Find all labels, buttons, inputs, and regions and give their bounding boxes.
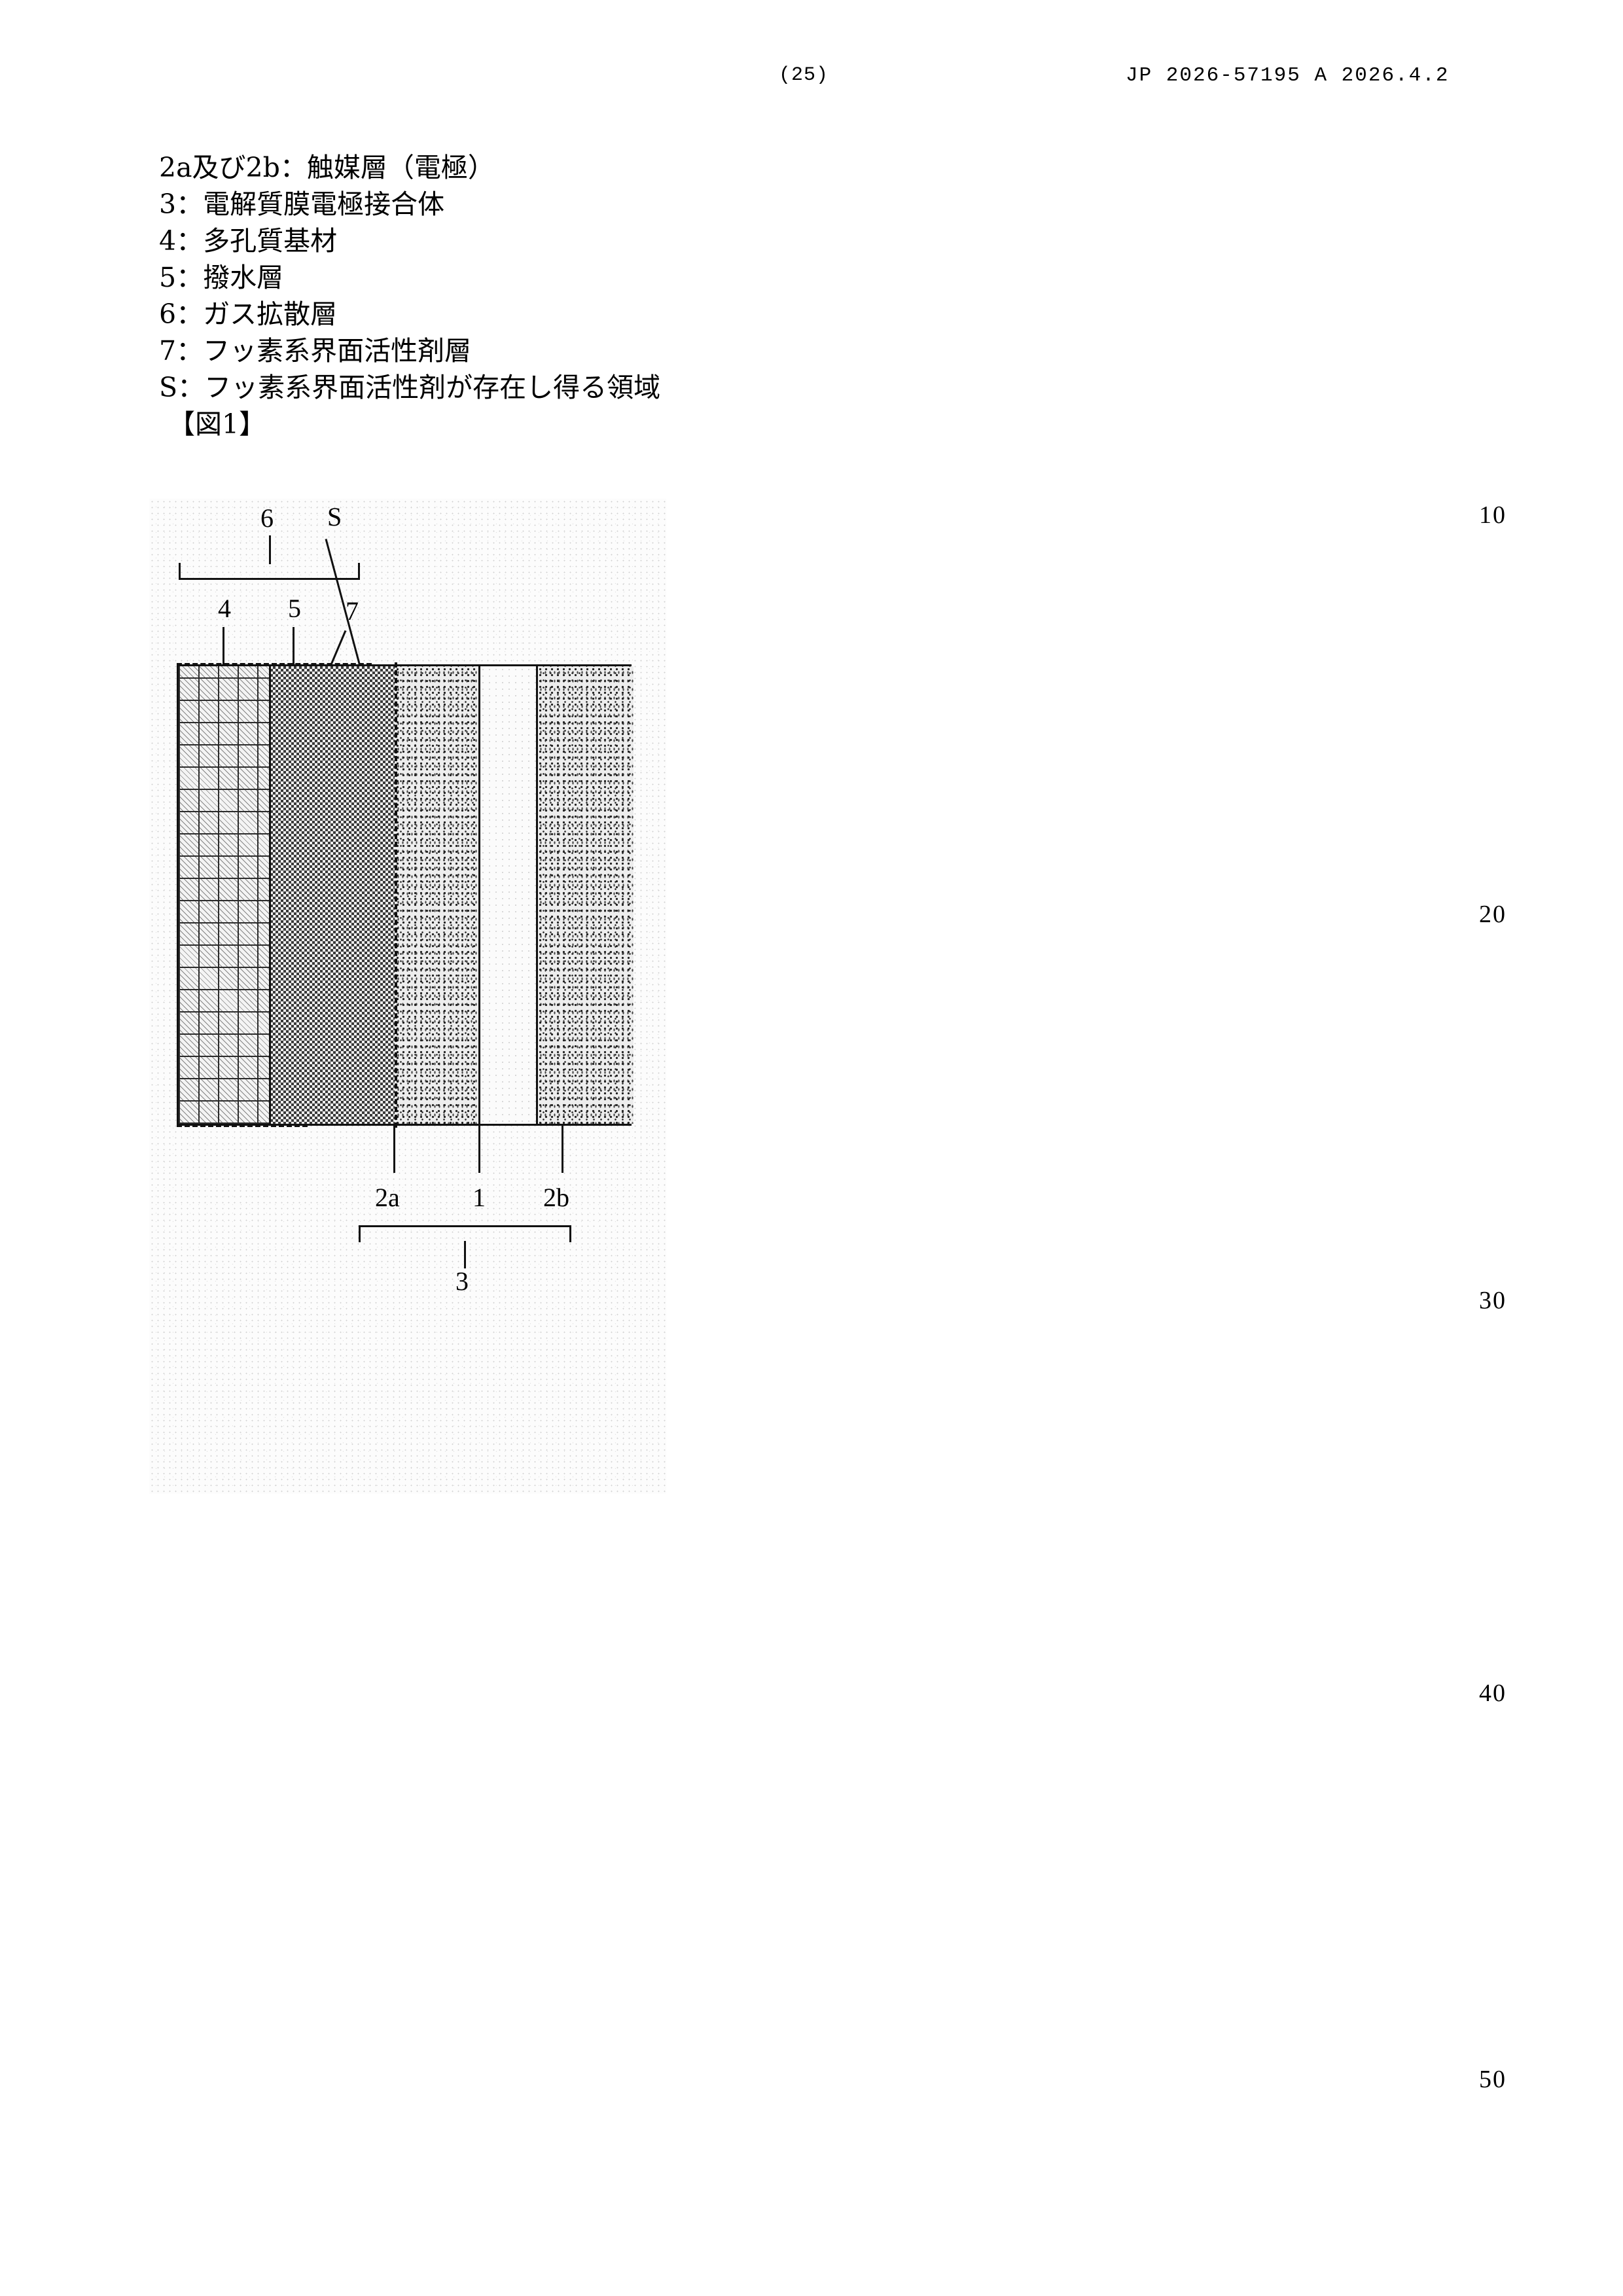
line-number-10: 10 xyxy=(1479,501,1507,529)
legend-line-7: 7：フッ素系界面活性剤層 xyxy=(159,335,472,367)
legend-line-2a-2b: 2a及び2b：触媒層（電極） xyxy=(159,152,495,183)
leader-5 xyxy=(293,627,294,668)
leader-2b xyxy=(562,1126,563,1173)
figure-label-6: 6 xyxy=(260,503,274,533)
figure-label-2b: 2b xyxy=(543,1183,569,1212)
dashed-region-top xyxy=(177,663,372,666)
layer-stack xyxy=(177,662,633,1128)
line-number-50: 50 xyxy=(1479,2066,1507,2093)
legend-line-5: 5：撥水層 xyxy=(159,262,284,293)
figure-label-7: 7 xyxy=(346,596,359,626)
figure-1: 6 S 4 5 7 xyxy=(149,499,666,1494)
reference-sign-legend: 2a及び2b：触媒層（電極） 3：電解質膜電極接合体 4：多孔質基材 5：撥水層… xyxy=(159,149,1141,442)
dashed-region-bottom xyxy=(177,1124,308,1127)
leader-6 xyxy=(269,535,271,564)
dashed-surfactant-layer-7 xyxy=(395,662,397,1128)
page-number: (25) xyxy=(779,64,829,86)
figure-label-s: S xyxy=(327,502,342,531)
figure-label-5: 5 xyxy=(288,594,301,623)
brace-mea xyxy=(359,1225,571,1242)
leader-1 xyxy=(478,1126,480,1173)
line-number-40: 40 xyxy=(1479,1679,1507,1707)
layer-2b-catalyst-cathode xyxy=(537,666,633,1124)
figure-label-3: 3 xyxy=(455,1266,469,1296)
leader-3 xyxy=(464,1241,466,1268)
layer-1-electrolyte-membrane xyxy=(480,666,537,1124)
layer-2a-catalyst-anode xyxy=(395,666,480,1124)
separator-4-5 xyxy=(269,666,271,1124)
layer-5-water-repellent xyxy=(270,666,395,1124)
line-number-20: 20 xyxy=(1479,901,1507,928)
leader-4 xyxy=(223,627,224,668)
figure-label-1: 1 xyxy=(473,1183,486,1212)
publication-reference: JP 2026-57195 A 2026.4.2 xyxy=(1126,64,1450,87)
separator-2a-1 xyxy=(478,666,480,1124)
figure-caption: 【図1】 xyxy=(168,408,266,440)
legend-line-4: 4：多孔質基材 xyxy=(159,225,338,257)
layer-4-porous-substrate xyxy=(179,666,270,1124)
figure-label-4: 4 xyxy=(218,594,231,623)
legend-line-s: S：フッ素系界面活性剤が存在し得る領域 xyxy=(159,372,661,403)
brace-gas-diffusion-layer xyxy=(179,563,360,580)
line-number-30: 30 xyxy=(1479,1287,1507,1314)
figure-label-2a: 2a xyxy=(375,1183,400,1212)
legend-line-3: 3：電解質膜電極接合体 xyxy=(159,188,445,220)
separator-1-2b xyxy=(536,666,538,1124)
legend-line-6: 6：ガス拡散層 xyxy=(159,298,338,330)
leader-2a xyxy=(393,1126,395,1173)
